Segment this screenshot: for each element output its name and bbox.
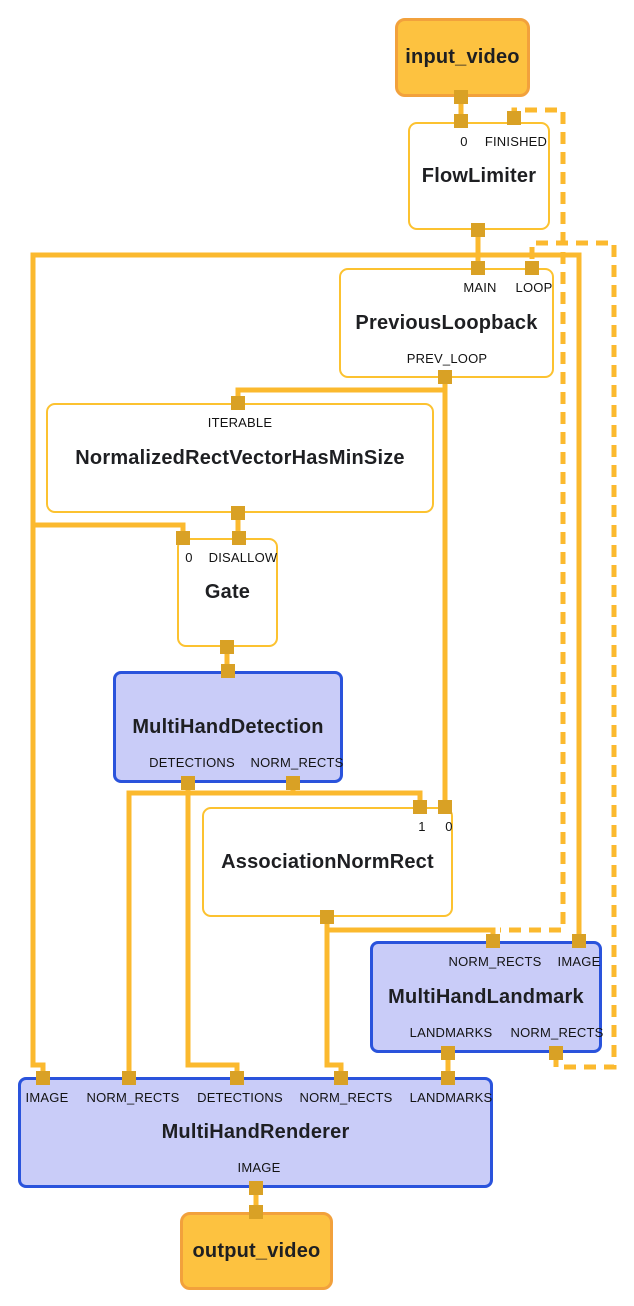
node-previous-loopback[interactable]: MAIN LOOP PreviousLoopback PREV_LOOP [339,268,554,378]
node-multi-hand-renderer[interactable]: IMAGE NORM_RECTS DETECTIONS NORM_RECTS L… [18,1077,493,1188]
port-label-in-main: MAIN [463,280,497,295]
port-label-in-1: 1 [418,819,426,834]
node-title: input_video [405,46,520,68]
port-label-out-norm-rects: NORM_RECTS [510,1025,604,1040]
port-label-in-image: IMAGE [25,1090,69,1105]
port-label-in-loop: LOOP [515,280,553,295]
node-title: NormalizedRectVectorHasMinSize [75,446,405,469]
port-label-in-0: 0 [460,134,468,149]
node-title: output_video [192,1239,321,1262]
node-gate[interactable]: 0 DISALLOW Gate [177,538,278,647]
port-label-in-disallow: DISALLOW [208,550,278,565]
port-label-in-detections: DETECTIONS [197,1090,283,1105]
edge-handrects-to-renderer [324,917,344,1078]
port-label-in-0: 0 [185,550,193,565]
port-label-in-finished: FINISHED [484,134,548,149]
node-multi-hand-detection[interactable]: MultiHandDetection DETECTIONS NORM_RECTS [113,671,343,783]
port-label-in-landmarks: LANDMARKS [409,1090,493,1105]
port-label-out-detections: DETECTIONS [149,755,235,770]
edge-throttled-video-to-gate [33,522,186,538]
port-label-in-0: 0 [445,819,453,834]
port-label-in-image: IMAGE [557,954,601,969]
port-label-out-prev-loop: PREV_LOOP [406,351,488,366]
port-label-out-landmarks: LANDMARKS [409,1025,493,1040]
edge-handrects-to-landmark [327,927,496,941]
backedge-handrects-to-finished [500,107,566,933]
node-title: MultiHandDetection [132,715,324,738]
edge-prevloop-to-iterable [235,387,445,403]
node-title: MultiHandLandmark [388,985,584,1008]
port-label-out-norm-rects: NORM_RECTS [250,755,344,770]
port-label-in-iterable: ITERABLE [207,415,273,430]
node-input-video[interactable]: input_video [395,18,530,97]
port-label-in-norm-rects-1: NORM_RECTS [299,1090,393,1105]
node-title: Gate [204,581,251,603]
node-title: AssociationNormRect [221,850,434,873]
node-multi-hand-landmark[interactable]: NORM_RECTS IMAGE MultiHandLandmark LANDM… [370,941,604,1053]
node-title: PreviousLoopback [355,311,538,334]
port-label-in-norm-rects: NORM_RECTS [448,954,542,969]
node-output-video[interactable]: output_video [180,1212,333,1290]
port-label-in-norm-rects-0: NORM_RECTS [86,1090,180,1105]
node-normalized-rect-vector-has-min-size[interactable]: ITERABLE NormalizedRectVectorHasMinSize [46,403,434,513]
node-title: FlowLimiter [421,164,537,187]
node-title: MultiHandRenderer [161,1121,350,1143]
node-flow-limiter[interactable]: 0 FINISHED FlowLimiter [408,122,550,230]
port-label-out-image: IMAGE [237,1160,281,1175]
node-association-norm-rect[interactable]: 1 0 AssociationNormRect [202,807,453,917]
